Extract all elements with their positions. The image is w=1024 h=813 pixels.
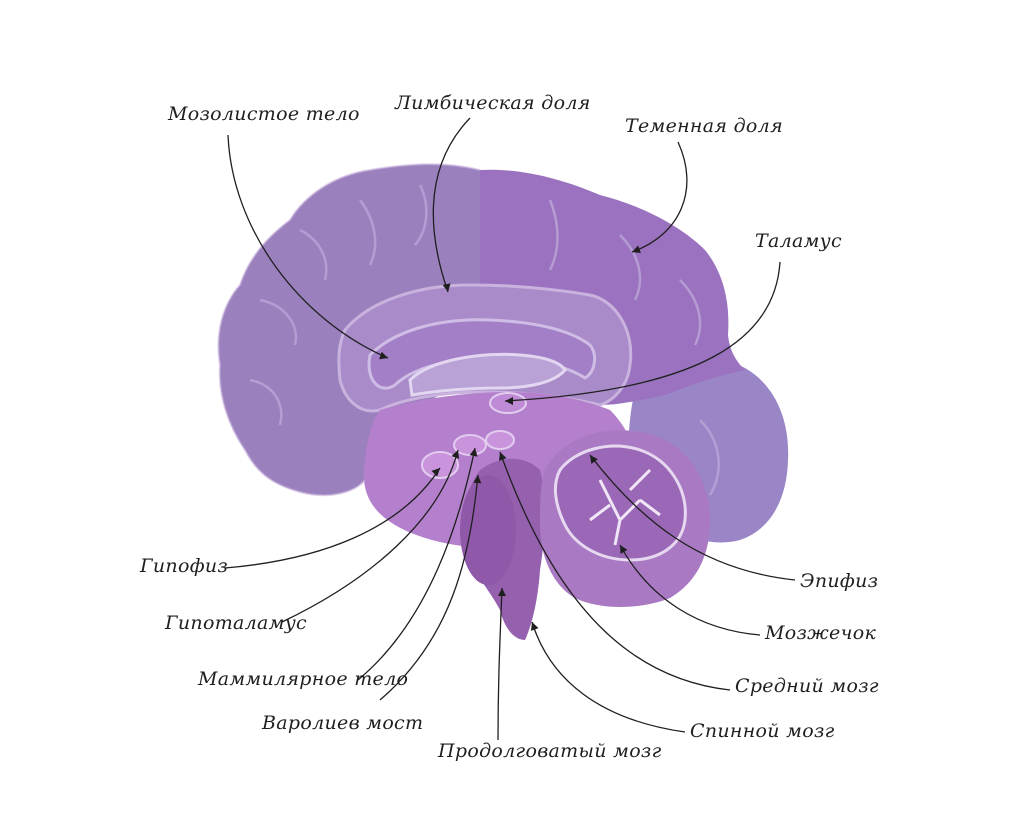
pons-leader-arrowhead <box>473 475 482 484</box>
label-thalamus: Таламус <box>755 230 842 252</box>
medulla-leader <box>497 587 503 741</box>
label-hypothalamus: Гипоталамус <box>165 612 307 634</box>
leader-lines <box>224 117 796 741</box>
pituitary <box>421 451 459 479</box>
brain-outline <box>217 163 481 497</box>
arbor-vitae <box>589 468 661 546</box>
pineal-leader <box>589 454 796 581</box>
corpus-callosum-leader <box>227 134 389 359</box>
cerebellum-leader-arrowhead <box>620 545 628 554</box>
mammillary-body-leader <box>357 447 476 681</box>
label-medulla: Продолговатый мозг <box>438 740 662 762</box>
spinal-cord-leader-arrowhead <box>530 622 539 631</box>
pineal-leader-arrowhead <box>590 455 598 464</box>
gyri-lines <box>249 184 720 496</box>
label-parietal-lobe: Теменная доля <box>625 115 783 137</box>
label-corpus-callosum: Мозолистое тело <box>168 103 360 125</box>
cerebellum-inner <box>553 444 687 562</box>
limbic-lobe-leader <box>432 117 471 293</box>
label-mammillary-body: Маммилярное тело <box>198 668 409 690</box>
pituitary-leader <box>224 467 441 569</box>
pons-leader <box>379 474 479 701</box>
label-midbrain: Средний мозг <box>735 675 879 697</box>
midbrain-leader-arrowhead <box>498 452 507 461</box>
mammillary-body <box>485 430 515 450</box>
lateral-ventricle <box>408 352 567 397</box>
label-pineal: Эпифиз <box>800 570 879 592</box>
label-cerebellum: Мозжечок <box>765 622 877 644</box>
limbic-lobe-leader-arrowhead <box>442 283 451 292</box>
midbrain-leader <box>499 451 731 691</box>
thalamus-leader <box>504 261 781 402</box>
pons <box>460 475 516 585</box>
spinal-cord-leader <box>531 621 686 733</box>
label-pituitary: Гипофиз <box>140 555 229 577</box>
label-spinal-cord: Спинной мозг <box>690 720 835 742</box>
mammillary-body-leader-arrowhead <box>469 448 478 457</box>
label-limbic-lobe: Лимбическая доля <box>395 92 591 114</box>
corpus-callosum-leader-arrowhead <box>379 351 388 360</box>
medulla-leader-arrowhead <box>498 588 506 596</box>
pituitary-leader-arrowhead <box>431 468 440 477</box>
parietal-lobe-leader <box>631 141 688 253</box>
hypothalamus-leader <box>281 449 459 623</box>
thalamus-leader-arrowhead <box>505 397 513 405</box>
hypothalamus <box>453 434 487 456</box>
label-pons: Варолиев мост <box>262 712 424 734</box>
thalamus <box>489 392 527 414</box>
hypothalamus-leader-arrowhead <box>451 450 460 459</box>
parietal-lobe-leader-arrowhead <box>632 245 641 254</box>
cerebellum-leader <box>619 544 761 636</box>
